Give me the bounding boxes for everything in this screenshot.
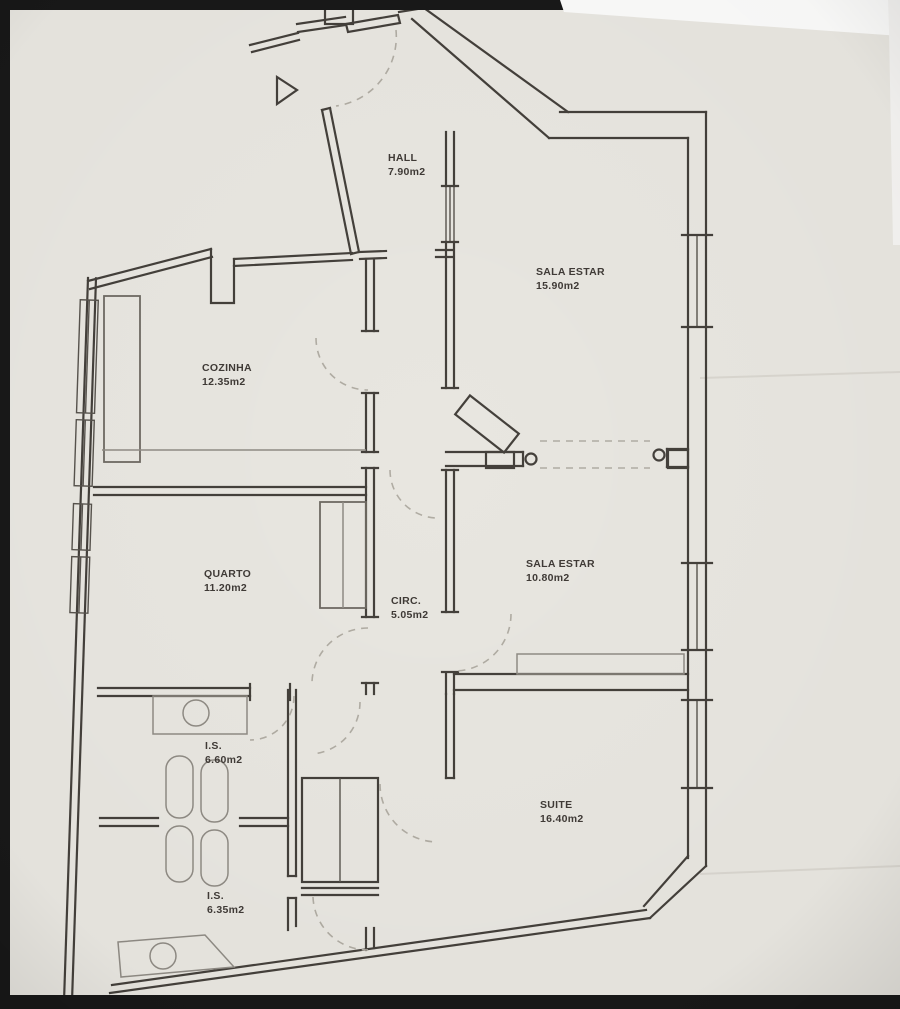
room-label-sala-estar-1: SALA ESTAR 15.90m2 [536,266,605,292]
room-label-quarto: QUARTO 11.20m2 [204,568,252,594]
room-label-sala-estar-2: SALA ESTAR 10.80m2 [526,558,595,584]
room-label-suite: SUITE 16.40m2 [540,799,584,825]
room-label-hall: HALL 7.90m2 [388,152,426,178]
room-label-circ: CIRC. 5.05m2 [391,595,429,621]
room-label-is-1: I.S. 6.60m2 [205,740,243,766]
room-label-cozinha: COZINHA 12.35m2 [202,362,252,388]
room-label-is-2: I.S. 6.35m2 [207,890,245,916]
